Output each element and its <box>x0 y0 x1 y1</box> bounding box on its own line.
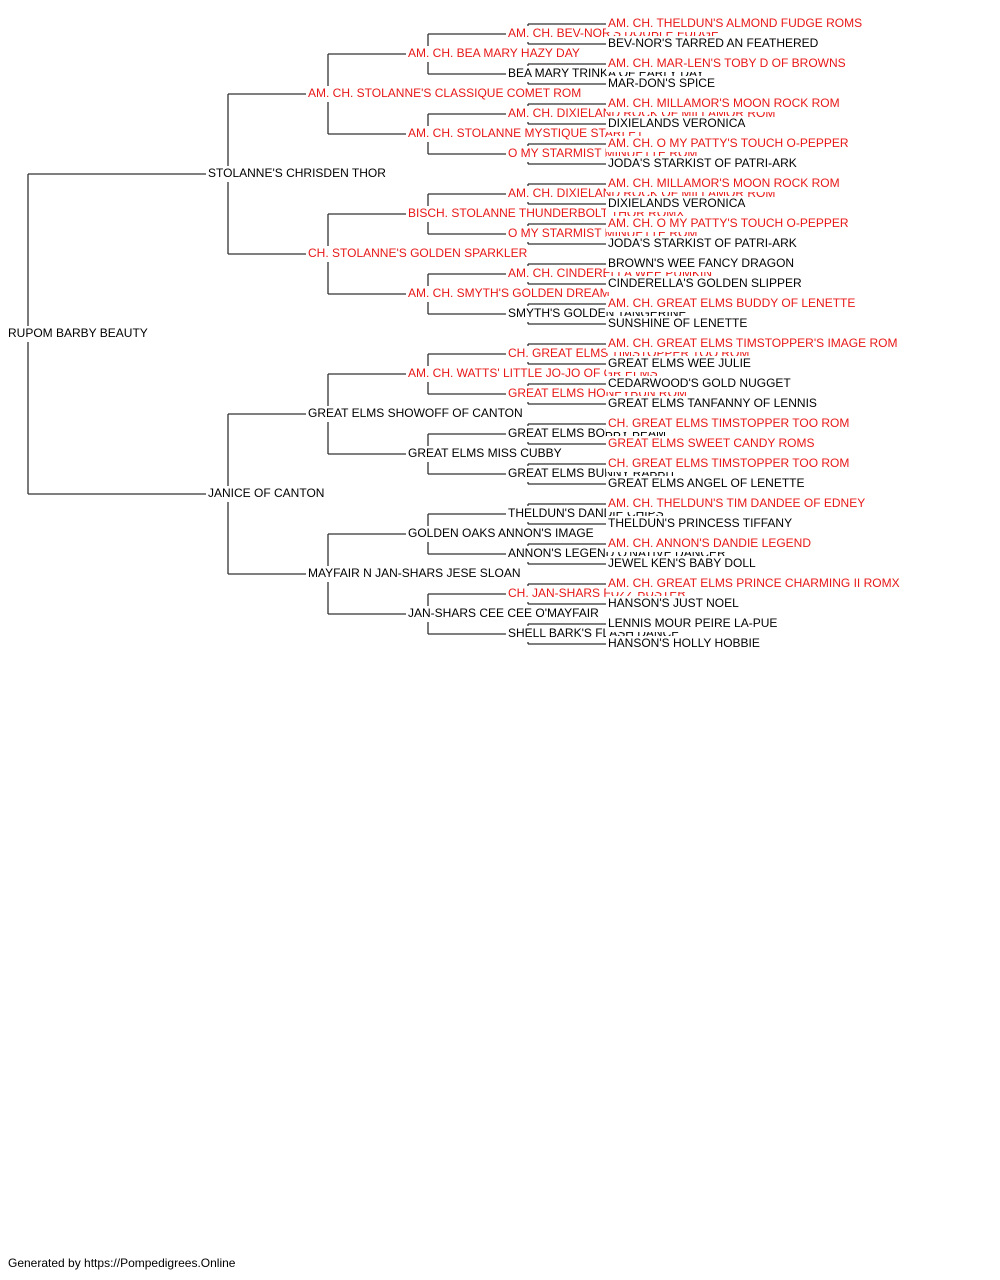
gen5-ancestor-name: CH. GREAT ELMS TIMSTOPPER TOO ROM <box>608 456 849 470</box>
label-background <box>606 396 819 412</box>
gen5-ancestor-name: DIXIELANDS VERONICA <box>608 116 745 130</box>
label-background <box>606 576 913 592</box>
gen5-ancestor-name: JEWEL KEN'S BABY DOLL <box>608 556 756 570</box>
gen5-ancestor-name: AM. CH. MILLAMOR'S MOON ROCK ROM <box>608 96 840 110</box>
label-background <box>606 616 783 632</box>
label-background <box>606 256 783 272</box>
gen5-ancestor-name: CH. GREAT ELMS TIMSTOPPER TOO ROM <box>608 416 849 430</box>
gen5-ancestor-name: AM. CH. THELDUN'S TIM DANDEE OF EDNEY <box>608 496 865 510</box>
label-background <box>606 516 798 532</box>
gen5-ancestor-name: AM. CH. THELDUN'S ALMOND FUDGE ROMS <box>608 16 862 30</box>
gen5-ancestor-name: HANSON'S JUST NOEL <box>608 596 739 610</box>
label-background <box>306 406 512 422</box>
label-background <box>406 126 648 142</box>
label-background <box>606 636 762 652</box>
label-background <box>606 216 862 232</box>
subject-name: RUPOM BARBY BEAUTY <box>8 326 148 340</box>
label-background <box>606 436 805 452</box>
gen5-ancestor-name: GREAT ELMS ANGEL OF LENETTE <box>608 476 805 490</box>
label-background <box>606 476 805 492</box>
gen5-ancestor-name: BEV-NOR'S TARRED AN FEATHERED <box>608 36 819 50</box>
label-background <box>606 136 862 152</box>
gen5-ancestor-name: CEDARWOOD'S GOLD NUGGET <box>608 376 791 390</box>
label-background <box>606 336 906 352</box>
parent-name: JANICE OF CANTON <box>208 486 324 500</box>
gen5-ancestor-name: GREAT ELMS SWEET CANDY ROMS <box>608 436 814 450</box>
great-grandparent-name: AM. CH. STOLANNE MYSTIQUE STARLET <box>408 126 644 140</box>
gen5-ancestor-name: JODA'S STARKIST OF PATRI-ARK <box>608 236 797 250</box>
label-background <box>606 276 805 292</box>
label-background <box>606 596 740 612</box>
label-background <box>406 526 590 542</box>
label-background <box>206 486 326 502</box>
label-background <box>606 556 762 572</box>
gen5-ancestor-name: CINDERELLA'S GOLDEN SLIPPER <box>608 276 802 290</box>
label-background <box>606 16 862 32</box>
gen5-ancestor-name: AM. CH. MILLAMOR'S MOON ROCK ROM <box>608 176 840 190</box>
label-background <box>606 116 747 132</box>
gen5-ancestor-name: SUNSHINE OF LENETTE <box>608 316 747 330</box>
grandparent-name: AM. CH. STOLANNE'S CLASSIQUE COMET ROM <box>308 86 581 100</box>
great-grandparent-name: GOLDEN OAKS ANNON'S IMAGE <box>408 526 594 540</box>
label-background <box>606 296 862 312</box>
parent-name: STOLANNE'S CHRISDEN THOR <box>208 166 386 180</box>
label-background <box>606 96 841 112</box>
gen5-ancestor-name: AM. CH. GREAT ELMS TIMSTOPPER'S IMAGE RO… <box>608 336 897 350</box>
label-background <box>606 496 877 512</box>
label-background <box>206 166 383 182</box>
great-grandparent-name: AM. CH. BEA MARY HAZY DAY <box>408 46 580 60</box>
label-background <box>606 356 754 372</box>
label-background <box>606 56 855 72</box>
label-background <box>6 326 140 342</box>
gen5-ancestor-name: AM. CH. GREAT ELMS PRINCE CHARMING II RO… <box>608 576 900 590</box>
label-background <box>406 446 562 462</box>
gen5-ancestor-name: GREAT ELMS TANFANNY OF LENNIS <box>608 396 817 410</box>
label-background <box>306 566 526 582</box>
label-background <box>606 176 841 192</box>
label-background <box>606 376 776 392</box>
label-background <box>606 36 819 52</box>
label-background <box>606 76 718 92</box>
label-background <box>606 156 812 172</box>
gen5-ancestor-name: THELDUN'S PRINCESS TIFFANY <box>608 516 792 530</box>
gen5-ancestor-name: AM. CH. O MY PATTY'S TOUCH O-PEPPER <box>608 136 849 150</box>
label-background <box>606 456 848 472</box>
gen5-ancestor-name: AM. CH. ANNON'S DANDIE LEGEND <box>608 536 811 550</box>
footer-credit: Generated by https://Pompedigrees.Online <box>8 1256 236 1270</box>
label-background <box>406 46 590 62</box>
gen5-ancestor-name: AM. CH. O MY PATTY'S TOUCH O-PEPPER <box>608 216 849 230</box>
gen5-ancestor-name: LENNIS MOUR PEIRE LA-PUE <box>608 616 777 630</box>
gen5-ancestor-name: HANSON'S HOLLY HOBBIE <box>608 636 760 650</box>
label-background <box>606 416 848 432</box>
label-background <box>306 246 526 262</box>
label-background <box>606 316 747 332</box>
label-background <box>606 196 747 212</box>
grandparent-name: GREAT ELMS SHOWOFF OF CANTON <box>308 406 523 420</box>
gen5-ancestor-name: BROWN'S WEE FANCY DRAGON <box>608 256 794 270</box>
gen5-ancestor-name: AM. CH. MAR-LEN'S TOBY D OF BROWNS <box>608 56 846 70</box>
gen5-ancestor-name: GREAT ELMS WEE JULIE <box>608 356 751 370</box>
label-background <box>406 606 605 622</box>
grandparent-name: MAYFAIR N JAN-SHARS JESE SLOAN <box>308 566 521 580</box>
grandparent-name: CH. STOLANNE'S GOLDEN SPARKLER <box>308 246 528 260</box>
great-grandparent-name: JAN-SHARS CEE CEE O'MAYFAIR <box>408 606 599 620</box>
gen5-ancestor-name: MAR-DON'S SPICE <box>608 76 715 90</box>
gen5-ancestor-name: JODA'S STARKIST OF PATRI-ARK <box>608 156 797 170</box>
great-grandparent-name: GREAT ELMS MISS CUBBY <box>408 446 562 460</box>
label-background <box>606 536 819 552</box>
gen5-ancestor-name: AM. CH. GREAT ELMS BUDDY OF LENETTE <box>608 296 855 310</box>
label-background <box>306 86 584 102</box>
great-grandparent-name: AM. CH. SMYTH'S GOLDEN DREAM <box>408 286 610 300</box>
gen5-ancestor-name: DIXIELANDS VERONICA <box>608 196 745 210</box>
label-background <box>606 236 812 252</box>
label-background <box>406 286 612 302</box>
great-grandparent-name: AM. CH. WATTS' LITTLE JO-JO OF GR ELMS <box>408 366 658 380</box>
